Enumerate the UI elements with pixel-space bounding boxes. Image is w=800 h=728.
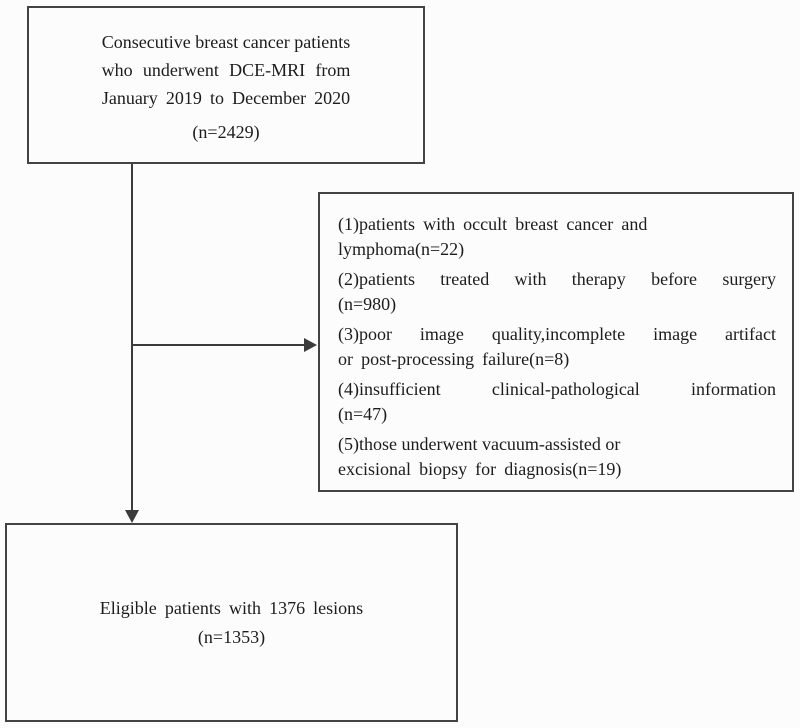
source-box: Consecutive breast cancer patients who u… — [27, 6, 425, 164]
exclusion-box: (1)patients with occult breast cancer an… — [318, 192, 794, 492]
exclusion-item-5-line-2: excisional biopsy for diagnosis(n=19) — [338, 459, 622, 479]
exclusion-item-4-line-1: (4)insufficient clinical-pathological in… — [338, 379, 776, 399]
exclusion-item-1-line-2: lymphoma(n=22) — [338, 239, 465, 259]
source-box-count: (n=2429) — [192, 122, 260, 142]
source-box-line-1: Consecutive breast cancer patients — [101, 32, 351, 52]
exclusion-item-2-line-1: (2)patients treated with therapy before … — [338, 269, 776, 289]
exclusion-item-3: (3)poor image quality,incomplete image a… — [338, 322, 776, 372]
exclusion-item-2: (2)patients treated with therapy before … — [338, 267, 776, 317]
arrowhead-right-icon — [304, 338, 317, 352]
connector-horizontal-line — [132, 344, 305, 346]
source-box-line-3: January 2019 to December 2020 — [101, 88, 351, 108]
source-box-line-2: who underwent DCE-MRI from — [101, 60, 351, 80]
exclusion-item-1: (1)patients with occult breast cancer an… — [338, 212, 776, 262]
exclusion-item-4: (4)insufficient clinical-pathological in… — [338, 377, 776, 427]
connector-vertical-line — [131, 164, 133, 512]
exclusion-item-5-line-1: (5)those underwent vacuum-assisted or — [338, 434, 621, 454]
exclusion-item-4-line-2: (n=47) — [338, 404, 388, 424]
arrowhead-down-icon — [125, 510, 139, 523]
exclusion-item-3-line-1: (3)poor image quality,incomplete image a… — [338, 324, 776, 344]
result-box-count: (n=1353) — [197, 626, 266, 647]
exclusion-item-5: (5)those underwent vacuum-assisted or ex… — [338, 432, 776, 482]
exclusion-item-2-line-2: (n=980) — [338, 294, 397, 314]
exclusion-item-1-line-1: (1)patients with occult breast cancer an… — [338, 214, 648, 234]
exclusion-item-3-line-2: or post-processing failure(n=8) — [338, 349, 570, 369]
result-box-line-1: Eligible patients with 1376 lesions — [99, 597, 364, 618]
result-box: Eligible patients with 1376 lesions (n=1… — [5, 523, 458, 722]
